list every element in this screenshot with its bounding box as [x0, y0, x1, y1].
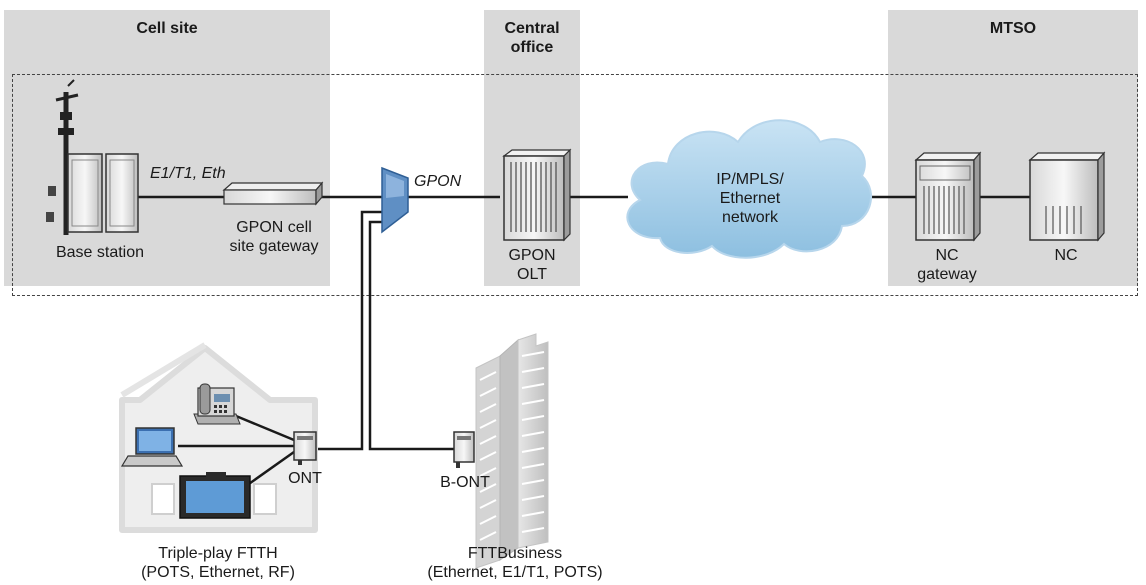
ont-label: ONT	[288, 470, 322, 487]
mtso-title: MTSO	[989, 20, 1037, 37]
b-ont-device-icon	[453, 431, 475, 468]
gpon-gateway-label-line1: GPON cell	[236, 219, 312, 236]
cloud-label-line2: Ethernet	[719, 190, 781, 207]
region-cell-site	[4, 10, 330, 286]
nc-gateway-label-line1: NC	[935, 247, 959, 264]
e1t1-eth-link-label: E1/T1, Eth	[150, 165, 226, 182]
backhaul-boundary	[12, 74, 1138, 296]
central-office-title-line1: Central	[504, 20, 560, 37]
b-ont-label: B-ONT	[440, 474, 490, 491]
nc-gateway-label-line2: gateway	[917, 266, 977, 283]
ftth-caption-line2: (POTS, Ethernet, RF)	[141, 564, 295, 581]
nc-icon	[1028, 151, 1106, 242]
fttb-caption: FTTBusiness (Ethernet, E1/T1, POTS)	[400, 544, 630, 582]
gpon-olt-label: GPON OLT	[484, 246, 580, 284]
central-office-title: Central office	[484, 19, 580, 57]
splitter-to-bont-link	[368, 220, 454, 451]
fttb-caption-line1: FTTBusiness	[467, 545, 563, 562]
fttb-caption-line2: (Ethernet, E1/T1, POTS)	[427, 564, 603, 581]
ftth-caption-line1: Triple-play FTTH	[158, 545, 278, 562]
base-station-cabinet-icon	[67, 153, 139, 233]
laptop-icon	[120, 427, 184, 467]
television-icon	[179, 472, 251, 519]
cell-site-title: Cell site	[136, 20, 198, 37]
nc-label: NC	[1054, 247, 1078, 264]
links	[138, 195, 1030, 451]
house-icon	[119, 342, 318, 533]
household-links	[178, 414, 295, 488]
ip-mpls-cloud-icon	[626, 119, 872, 259]
cloud-label-line3: network	[721, 209, 779, 226]
base-station-label: Base station	[55, 244, 145, 261]
nc-gateway-icon	[914, 151, 982, 242]
telephone-icon	[193, 383, 241, 425]
nc-gateway-label: NC gateway	[902, 246, 992, 284]
gpon-olt-label-line1: GPON	[508, 247, 556, 264]
gpon-olt-icon	[502, 148, 572, 242]
gpon-olt-label-line2: OLT	[517, 266, 547, 283]
cloud-label: IP/MPLS/ Ethernet network	[690, 170, 810, 227]
gpon-gateway-device-icon	[222, 181, 324, 206]
splitter-to-ont-link	[318, 210, 382, 451]
base-station-tower-icon	[46, 79, 79, 235]
gpon-gateway-label-line2: site gateway	[229, 238, 319, 255]
cloud-label-line1: IP/MPLS/	[716, 171, 784, 188]
optical-splitter-icon	[381, 166, 409, 234]
ftth-caption: Triple-play FTTH (POTS, Ethernet, RF)	[118, 544, 318, 582]
gpon-link-label: GPON	[414, 173, 462, 190]
central-office-title-line2: office	[510, 39, 554, 56]
ont-device-icon	[293, 431, 317, 465]
gpon-gateway-label: GPON cell site gateway	[212, 218, 336, 256]
office-building-icon	[475, 333, 549, 569]
